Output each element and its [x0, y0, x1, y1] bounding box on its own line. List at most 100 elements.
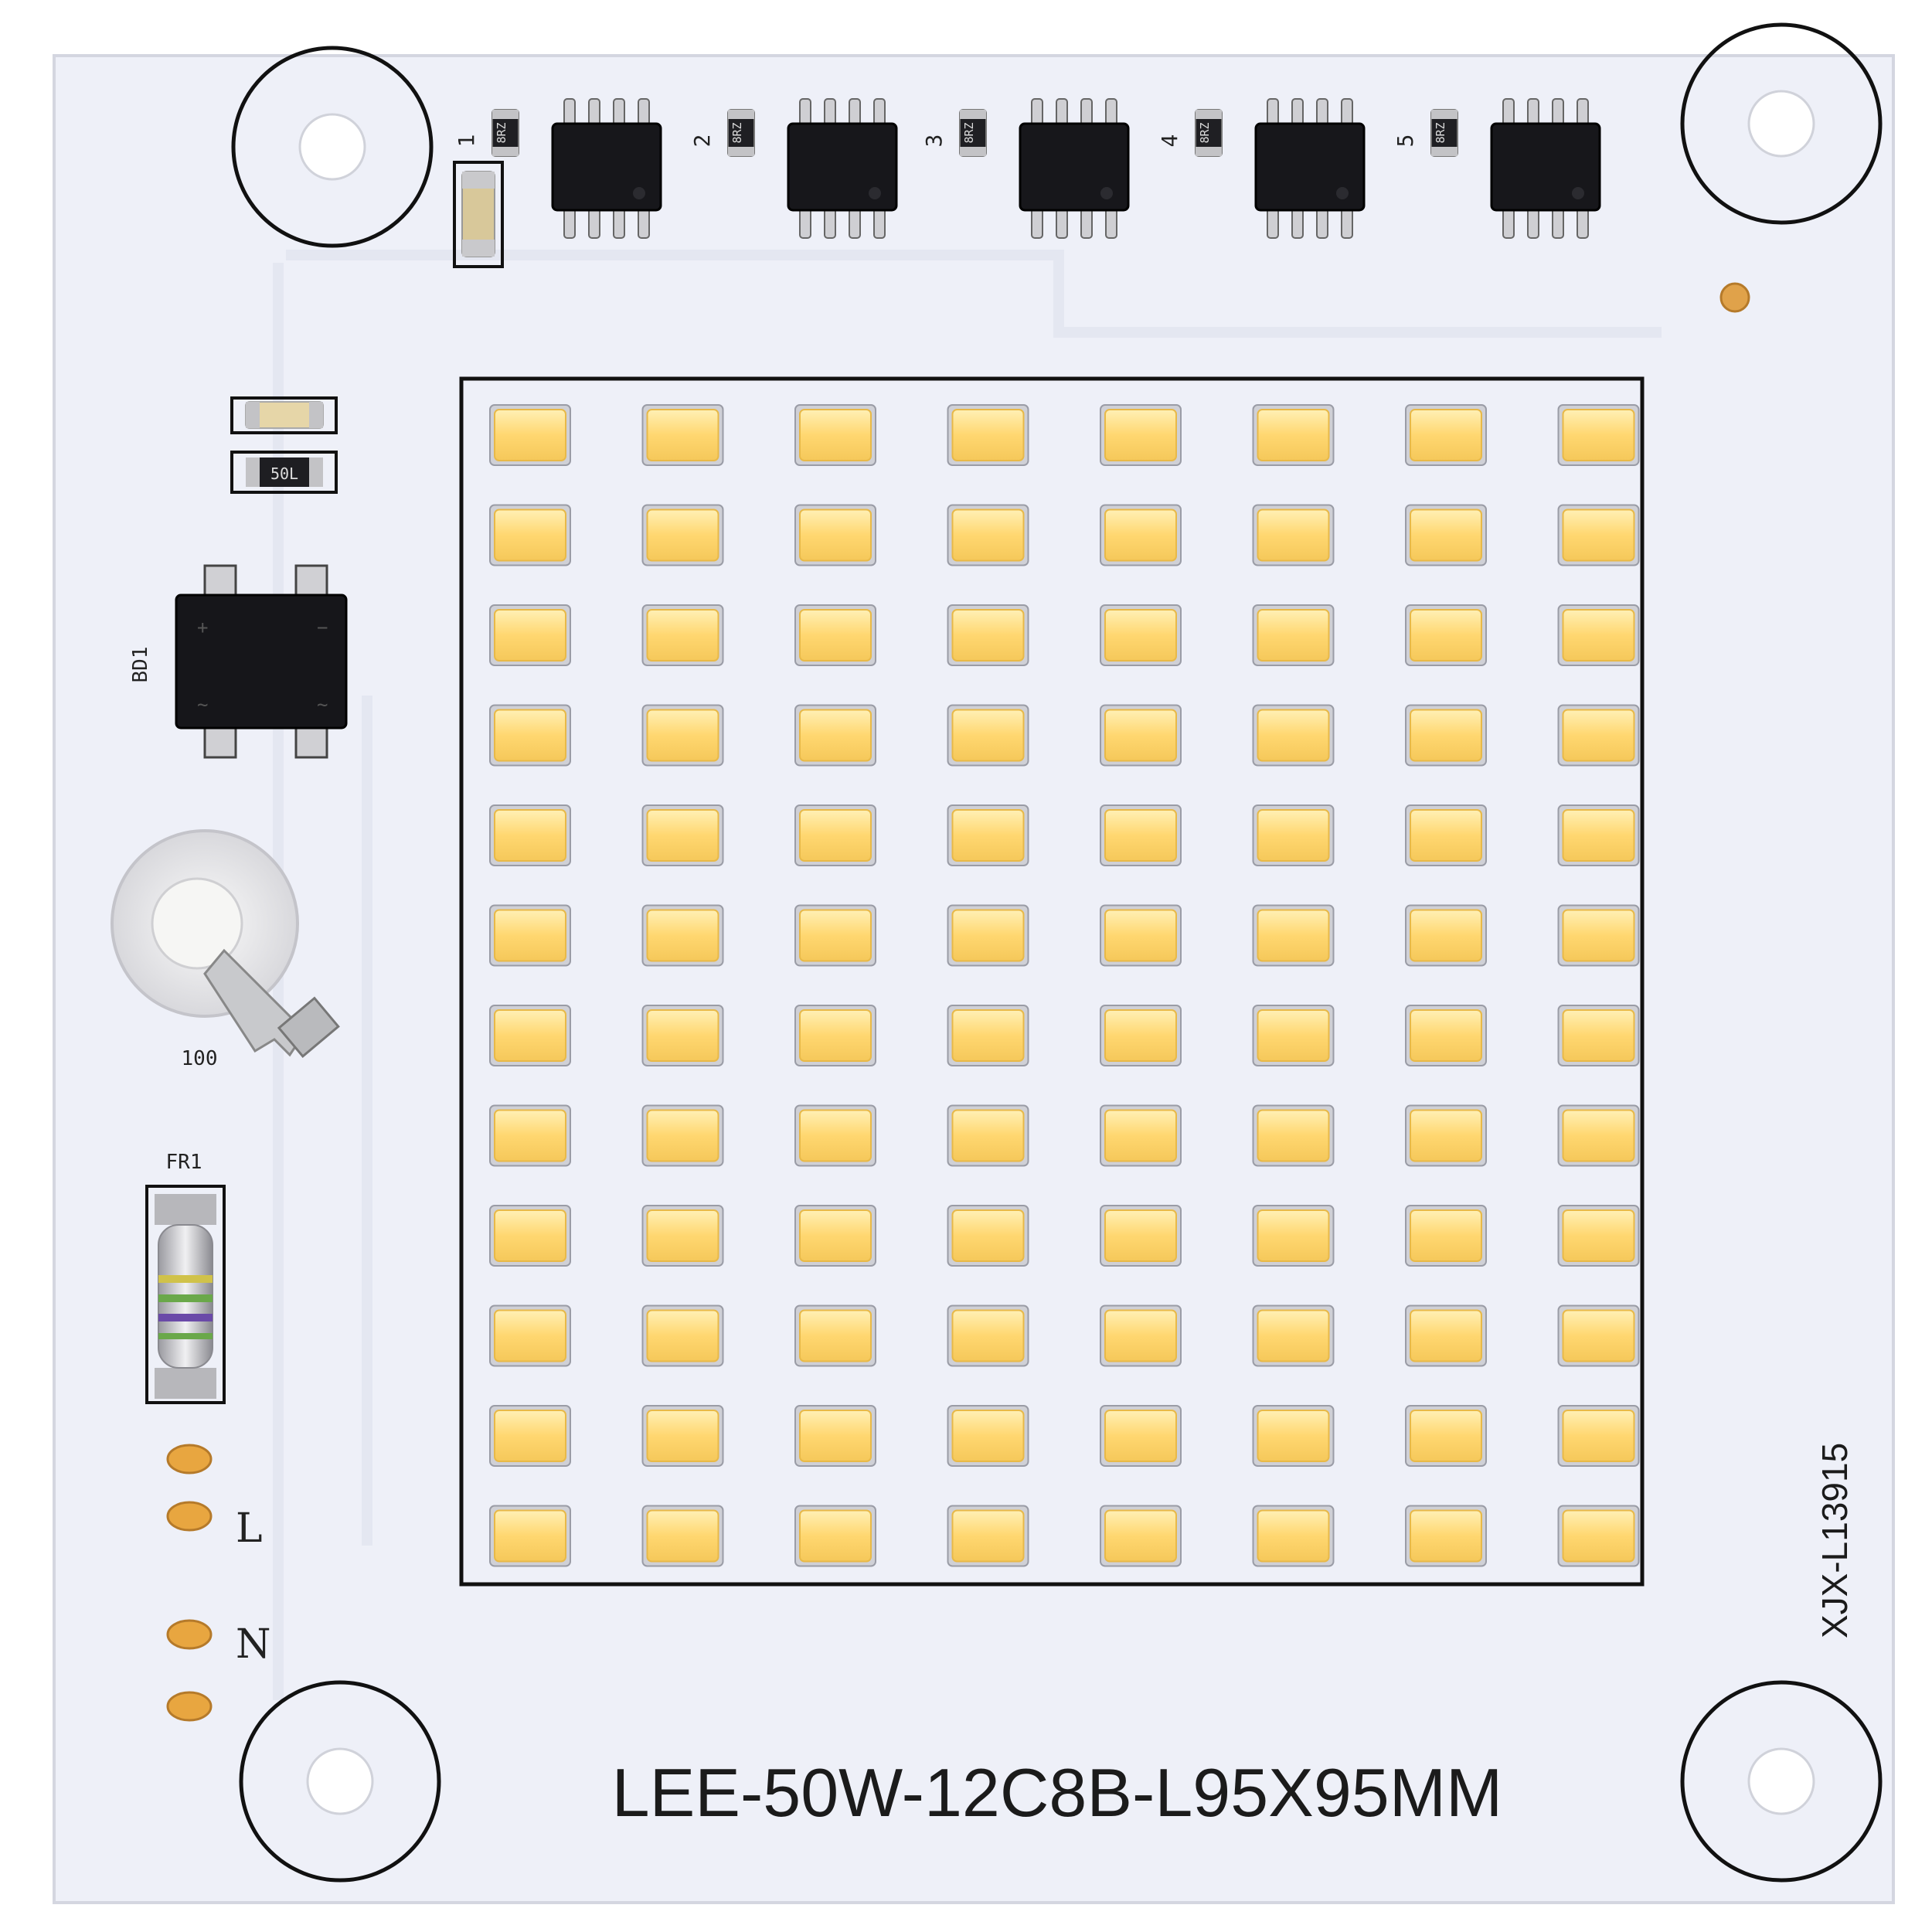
led-chip [947, 1104, 1029, 1167]
led-chip [1252, 904, 1335, 967]
led-chip [1557, 604, 1640, 666]
driver-ic [1019, 98, 1130, 239]
led-chip [641, 404, 724, 466]
driver-ic [551, 98, 662, 239]
led-chip [641, 604, 724, 666]
led-chip [1405, 904, 1487, 967]
resistor-marking: 8RZ [495, 122, 509, 143]
led-chip [489, 704, 571, 767]
mounting-hole [1680, 22, 1883, 225]
led-chip [794, 904, 876, 967]
led-chip [489, 1005, 571, 1066]
led-chip [641, 1104, 724, 1167]
bridge-rectifier: + − ~ ~ BD1 [129, 564, 348, 759]
neutral-terminal-label: N [236, 1621, 271, 1668]
led-chip [641, 904, 724, 967]
led-chip [1252, 1104, 1335, 1167]
channel-number: 1 [454, 134, 479, 148]
test-pad [1719, 282, 1750, 313]
channel-number: 2 [689, 134, 715, 148]
led-chip [1252, 1505, 1335, 1567]
smd-capacitor [453, 161, 504, 268]
serial-label: XJX-L13915 [1815, 1443, 1855, 1638]
led-chip [1557, 704, 1640, 767]
led-chip [947, 604, 1029, 666]
resistor-marking: 8RZ [730, 122, 744, 143]
led-chip [1557, 1505, 1640, 1567]
led-chip [794, 1405, 876, 1467]
led-chip [1557, 404, 1640, 466]
copper-trace [286, 250, 1662, 338]
led-chip [1557, 1005, 1640, 1066]
resistor-marking: 50L [270, 464, 298, 483]
mounting-hole [231, 46, 434, 248]
led-chip [1100, 504, 1182, 566]
led-chip [1405, 1005, 1487, 1066]
led-chip [489, 404, 571, 466]
led-chip [641, 504, 724, 566]
led-chip [1557, 504, 1640, 566]
led-chip [1252, 804, 1335, 866]
led-chip [1557, 1104, 1640, 1167]
resistor-marking: 8RZ [1434, 122, 1447, 143]
driver-ic [1490, 98, 1601, 239]
led-chip [489, 804, 571, 866]
model-label: LEE-50W-12C8B-L95X95MM [612, 1754, 1503, 1831]
smd-resistor: 8RZ [1430, 109, 1458, 157]
led-chip [947, 804, 1029, 866]
input-pads: L N [166, 1444, 271, 1722]
led-array-outline [459, 376, 1645, 1587]
svg-text:~: ~ [197, 694, 208, 716]
led-chip [1557, 1405, 1640, 1467]
svg-text:+: + [197, 617, 208, 638]
led-chip [1405, 704, 1487, 767]
led-chip [1405, 1304, 1487, 1367]
bridge-label: BD1 [129, 647, 152, 683]
led-chip [1100, 1104, 1182, 1167]
led-chip [1557, 1205, 1640, 1267]
led-chip [1100, 804, 1182, 866]
led-chip [1100, 704, 1182, 767]
led-chip [1252, 1405, 1335, 1467]
svg-text:−: − [317, 617, 328, 638]
capacitor: 100 [111, 829, 340, 1070]
led-grid [489, 404, 1640, 1567]
led-chip [1405, 1205, 1487, 1267]
led-chip [794, 1304, 876, 1367]
capacitor-label: 100 [182, 1047, 218, 1070]
led-chip [1100, 1005, 1182, 1066]
led-chip [489, 504, 571, 566]
smd-resistor: 50L [230, 451, 338, 494]
led-chip [947, 904, 1029, 967]
led-chip [947, 1304, 1029, 1367]
led-chip [1557, 804, 1640, 866]
led-chip [641, 704, 724, 767]
led-chip [794, 504, 876, 566]
led-chip [641, 1505, 724, 1567]
led-chip [794, 404, 876, 466]
led-chip [1100, 1304, 1182, 1367]
mounting-hole [239, 1680, 441, 1883]
led-chip [1252, 404, 1335, 466]
led-chip [641, 804, 724, 866]
led-chip [794, 1205, 876, 1267]
resistor-marking: 8RZ [1198, 122, 1212, 143]
led-chip [794, 704, 876, 767]
led-chip [794, 604, 876, 666]
driver-ic [1254, 98, 1366, 239]
led-chip [1405, 504, 1487, 566]
led-chip [947, 1205, 1029, 1267]
smd-resistor: 8RZ [492, 109, 519, 157]
led-chip [947, 1405, 1029, 1467]
led-chip [1557, 904, 1640, 967]
led-chip [489, 1205, 571, 1267]
led-chip [641, 1005, 724, 1066]
led-chip [794, 1104, 876, 1167]
led-chip [1100, 404, 1182, 466]
led-chip [1100, 1205, 1182, 1267]
led-chip [1405, 1104, 1487, 1167]
led-chip [489, 1405, 571, 1467]
led-chip [1557, 1304, 1640, 1367]
led-chip [489, 1104, 571, 1167]
